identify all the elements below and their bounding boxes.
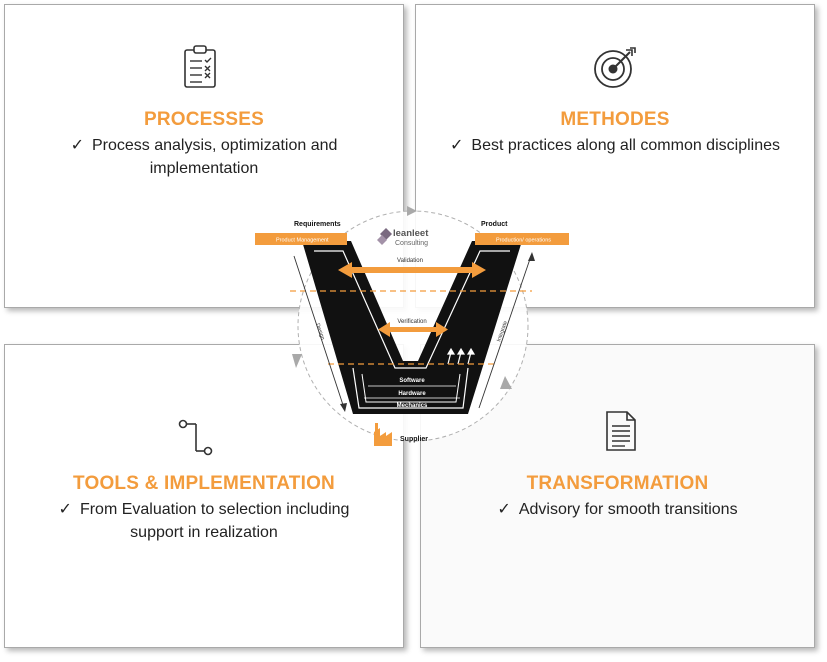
product-management-bar	[255, 233, 347, 245]
target-arrow-icon	[594, 47, 636, 88]
workflow-nodes-icon	[178, 419, 213, 456]
product-label: Product	[481, 221, 508, 228]
logo-subtitle: Consulting	[395, 240, 428, 247]
document-icon	[606, 411, 636, 451]
verification-label: Verification	[397, 319, 426, 325]
v-shape	[302, 241, 522, 414]
production-operations-label: Production/ operations	[496, 238, 551, 244]
v-inner-outline-3	[361, 373, 461, 403]
clipboard-checklist-icon	[184, 45, 216, 88]
cycle-arrowhead-right	[500, 376, 512, 389]
factory-icon	[374, 423, 392, 446]
processes-panel: PROCESSES ✓ Process analysis, optimizatio…	[4, 4, 404, 308]
transformation-line-1: Advisory for smooth transitions	[518, 501, 738, 518]
v-inner-outline-2	[352, 367, 469, 409]
integration-up-arrows	[446, 347, 476, 365]
hardware-label: Hardware	[398, 391, 426, 397]
processes-line-1: Process analysis, optimization and	[91, 137, 338, 154]
logo-name: leanleet	[393, 228, 429, 239]
transformation-description: ✓ Advisory for smooth transitions	[441, 498, 794, 521]
tools-description: ✓From Evaluation to selection including …	[25, 498, 383, 544]
processes-line-2: implementation	[149, 160, 259, 177]
v-model-diagram: Software Hardware Mechanics Product Mana…	[255, 206, 569, 446]
transformation-panel: TRANSFORMATION ✓ Advisory for smooth tran…	[420, 344, 815, 648]
processes-description: ✓ Process analysis, optimization and impl…	[25, 134, 383, 180]
methodes-line-1: Best practices along all common discipli…	[471, 137, 780, 154]
tools-line-2: support in realization	[130, 524, 278, 541]
validation-label: Validation	[397, 258, 423, 264]
software-label: Software	[399, 378, 425, 384]
v-inner-outline-1	[314, 250, 510, 369]
supplier-label: Supplier	[400, 436, 428, 443]
leanleet-logo: leanleet Consulting	[377, 228, 429, 247]
design-label: Design	[314, 323, 325, 341]
checkmark-icon: ✓	[450, 137, 464, 154]
methodes-description: ✓ Best practices along all common discipl…	[436, 134, 794, 157]
transformation-title: TRANSFORMATION	[526, 473, 709, 494]
checkmark-icon: ✓	[70, 137, 84, 154]
integrate-arrow	[478, 252, 535, 409]
checkmark-icon: ✓	[497, 501, 511, 518]
methodes-title: METHODES	[560, 109, 670, 130]
tools-title: TOOLS & IMPLEMENTATION	[73, 473, 335, 494]
tools-line-1: From Evaluation to selection including	[79, 501, 350, 518]
cycle-arrowhead-top	[407, 206, 417, 216]
validation-arrow	[338, 262, 486, 278]
production-operations-bar	[475, 233, 569, 245]
checkmark-icon: ✓	[58, 501, 72, 518]
product-management-label: Product Management	[276, 238, 329, 244]
mechanics-label: Mechanics	[397, 403, 428, 409]
requirements-label: Requirements	[294, 221, 341, 228]
verification-arrow	[378, 322, 448, 337]
design-arrow	[293, 255, 347, 412]
cycle-arrowhead-left	[292, 354, 302, 368]
processes-title: PROCESSES	[143, 109, 265, 130]
